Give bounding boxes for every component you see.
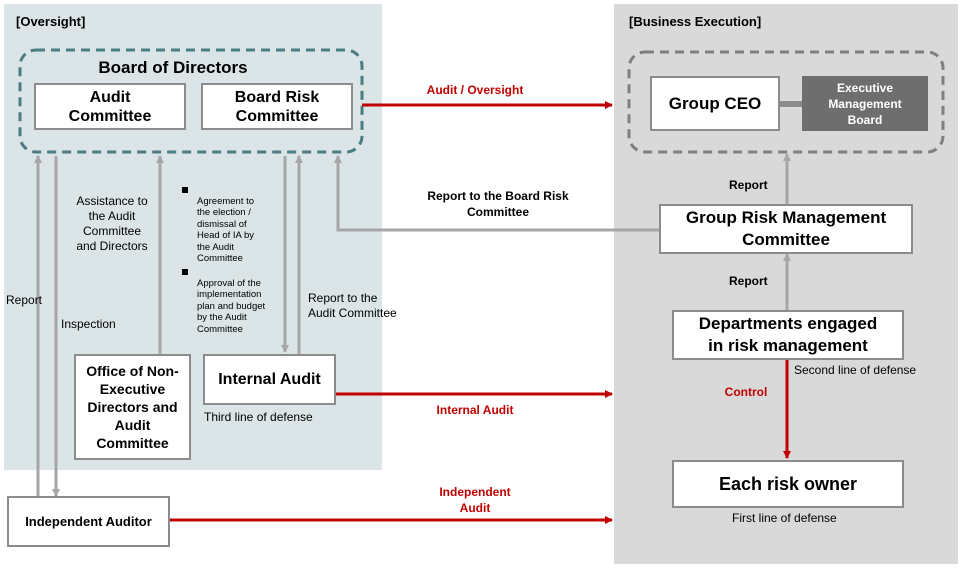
each-risk-owner-box: Each risk owner (672, 460, 904, 508)
audit-oversight-label: Audit / Oversight (426, 83, 524, 97)
executive-group (627, 50, 945, 154)
approval-bullet: Approval of the implementation plan and … (182, 266, 283, 335)
executive-management-board-box: Executive Management Board (802, 76, 928, 131)
approval-text: Approval of the implementation plan and … (197, 277, 266, 335)
report-to-grmc-label: Report (729, 274, 768, 288)
group-risk-management-committee-box: Group Risk Management Committee (659, 204, 913, 254)
independent-audit-label: Independent Audit (439, 485, 511, 515)
board-risk-committee-box: Board Risk Committee (201, 83, 353, 130)
independent-auditor-box: Independent Auditor (7, 496, 170, 547)
report-left-label: Report (6, 293, 43, 307)
first-line-label: First line of defense (732, 511, 837, 525)
bullet-square-icon (182, 269, 188, 275)
departments-risk-management-box: Departments engaged in risk management (672, 310, 904, 360)
group-ceo-box: Group CEO (650, 76, 780, 131)
report-to-board-risk-label: Report to the Board Risk Committee (427, 189, 569, 219)
oversight-title: [Oversight] (16, 14, 86, 29)
board-of-directors-group (18, 48, 364, 154)
agreement-bullet: Agreement to the election / dismissal of… (182, 184, 283, 265)
control-label: Control (724, 385, 768, 399)
bullet-square-icon (182, 187, 188, 193)
inspection-label: Inspection (61, 317, 116, 331)
internal-audit-label: Internal Audit (436, 403, 514, 417)
report-to-audit-committee-label: Report to the Audit Committee (308, 291, 397, 320)
third-line-label: Third line of defense (204, 410, 313, 424)
audit-committee-box: Audit Committee (34, 83, 186, 130)
office-of-non-executive-directors-box: Office of Non- Executive Directors and A… (74, 354, 191, 460)
report-to-board-risk-arrow (334, 155, 659, 232)
report-to-ceo-label: Report (729, 178, 768, 192)
internal-audit-box: Internal Audit (203, 354, 336, 405)
assistance-label: Assistance to the Audit Committee and Di… (76, 194, 148, 253)
business-execution-title: [Business Execution] (629, 14, 762, 29)
second-line-label: Second line of defense (794, 363, 917, 377)
agreement-text: Agreement to the election / dismissal of… (197, 195, 255, 265)
board-of-directors-title: Board of Directors (98, 58, 248, 77)
